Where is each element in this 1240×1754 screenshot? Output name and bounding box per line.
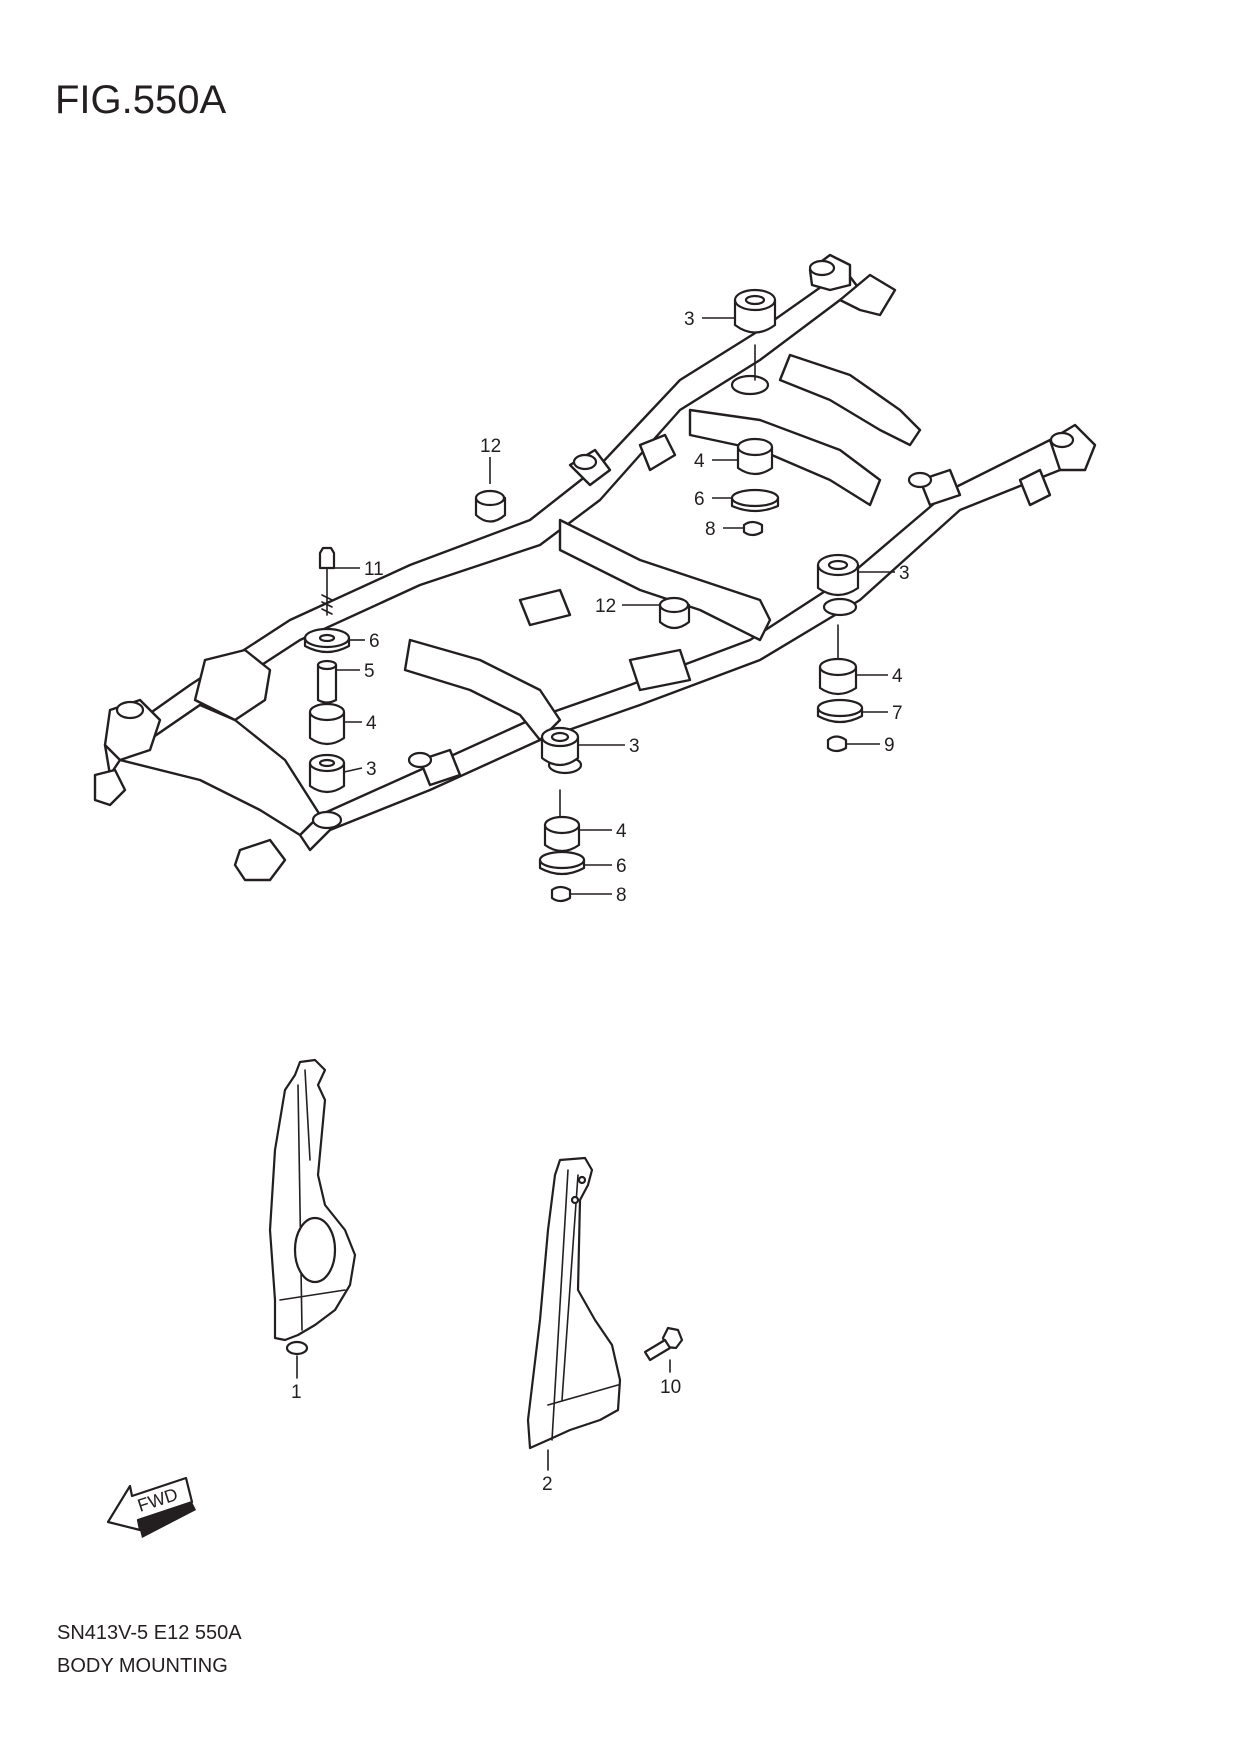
callout-3-center: 3 (629, 736, 640, 757)
bolt-part-10 (643, 1326, 684, 1373)
leader-lines (334, 317, 895, 895)
callout-numbers: 3 4 6 8 12 12 11 6 5 4 3 3 4 7 9 3 4 6 8… (291, 309, 910, 1495)
callout-8-top: 8 (705, 519, 716, 540)
callout-10: 10 (660, 1377, 681, 1398)
callout-9: 9 (884, 735, 895, 756)
callout-3-left: 3 (366, 759, 377, 780)
callout-4-left: 4 (366, 713, 377, 734)
callout-6-center: 6 (616, 856, 627, 877)
figure-title: FIG.550A (55, 78, 227, 122)
callout-3-right: 3 (899, 563, 910, 584)
mount-stack-top (730, 288, 780, 537)
callout-6-top: 6 (694, 489, 705, 510)
callout-3-top: 3 (684, 309, 695, 330)
callout-4-top: 4 (694, 451, 705, 472)
fwd-arrow: FWD (106, 1476, 196, 1538)
callout-4-right: 4 (892, 666, 903, 687)
callout-2: 2 (542, 1474, 553, 1495)
footer-figure-name: BODY MOUNTING (57, 1655, 228, 1677)
callout-12-left: 12 (480, 436, 501, 457)
bracket-part-2 (526, 1156, 622, 1471)
callout-5: 5 (364, 661, 375, 682)
mount-stack-right (816, 553, 864, 753)
mount-stack-center (538, 726, 586, 903)
mount-stack-left (303, 546, 351, 794)
callout-7: 7 (892, 703, 903, 724)
cap-plugs (474, 489, 691, 630)
callout-8-center: 8 (616, 885, 627, 906)
footer-figure-code: SN413V-5 E12 550A (57, 1622, 242, 1644)
callout-1: 1 (291, 1382, 302, 1403)
chassis-frame (93, 253, 1097, 882)
callout-4-center: 4 (616, 821, 627, 842)
callout-12-center: 12 (595, 596, 616, 617)
callout-11: 11 (364, 559, 384, 580)
bracket-part-1 (268, 1058, 357, 1379)
callout-6-left: 6 (369, 631, 380, 652)
